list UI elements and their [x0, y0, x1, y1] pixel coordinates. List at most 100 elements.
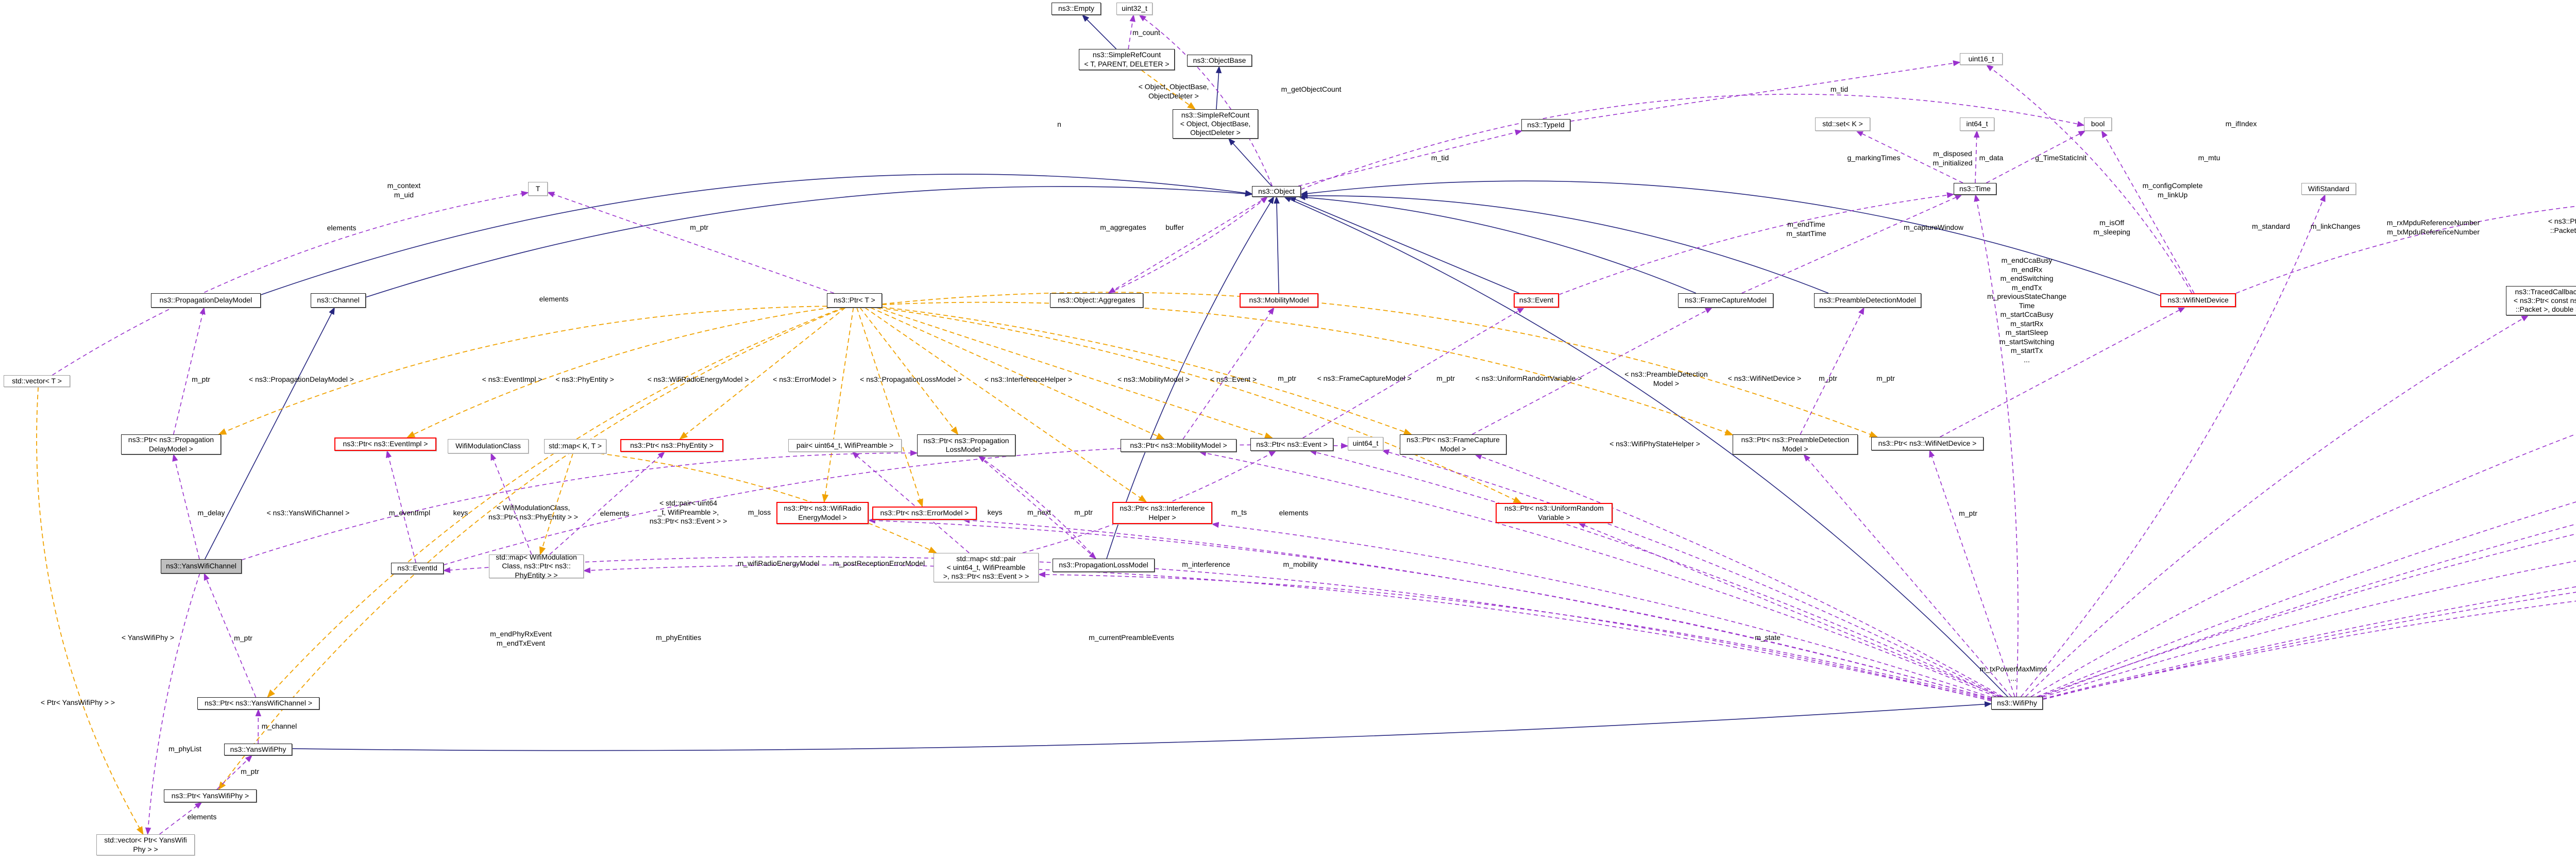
- node-ptrYwp[interactable]: ns3::Ptr< YansWifiPhy >: [164, 789, 257, 802]
- edge-usage-wifiphy-ptrFcm: [1474, 454, 2004, 697]
- edge-inherit-ywp-wifiphy: [292, 701, 1992, 751]
- edge-usage-time-int64: [1973, 130, 1980, 183]
- node-tcbPd[interactable]: ns3::TracedCallback < ns3::Ptr< const ns…: [2506, 286, 2576, 315]
- edge-template-mapKT-mapWmc: [539, 453, 573, 555]
- node-evid[interactable]: ns3::EventId: [391, 563, 444, 574]
- edge-usage-wnd-bool: [2101, 130, 2195, 294]
- edge-inherit-fcm-object: [1298, 194, 1697, 294]
- edge-usage-wifiphy-mapPair: [1038, 571, 1992, 700]
- node-int64[interactable]: int64_t: [1960, 117, 1994, 131]
- node-pdm[interactable]: ns3::PropagationDelayModel: [151, 293, 261, 308]
- edge-inherit-src2-objectbase: [1215, 65, 1222, 110]
- node-chan[interactable]: ns3::Channel: [311, 293, 366, 308]
- node-ptrWnd[interactable]: ns3::Ptr< ns3::WifiNetDevice >: [1871, 437, 1984, 450]
- edge-usage-wifiphy-cbVoid: [2042, 600, 2576, 700]
- node-mob[interactable]: ns3::MobilityModel: [1240, 293, 1318, 308]
- node-mapKT[interactable]: std::map< K, T >: [544, 439, 606, 453]
- node-mapWmc[interactable]: std::map< WifiModulation Class, ns3::Ptr…: [489, 553, 584, 579]
- edge-usage-wifiphy-ptrMob: [1198, 450, 1996, 697]
- node-objectbase[interactable]: ns3::ObjectBase: [1187, 55, 1252, 66]
- edge-usage-evid-ptrEvtImpl: [385, 450, 416, 563]
- edge-usage-object-aggr: [1108, 196, 1268, 294]
- edge-inherit-chan-object: [365, 186, 1253, 298]
- node-vecYwp[interactable]: std::vector< Ptr< YansWifi Phy > >: [96, 834, 195, 855]
- node-typeid[interactable]: ns3::TypeId: [1521, 119, 1570, 131]
- edge-usage-ptrPdet-pdet: [1800, 307, 1865, 435]
- edge-usage-wifiphy-time: [1974, 194, 2019, 697]
- node-wifiphy[interactable]: ns3::WifiPhy: [1991, 697, 2043, 710]
- node-ptrT[interactable]: ns3::Ptr< T >: [827, 293, 882, 308]
- node-ptrPdet[interactable]: ns3::Ptr< ns3::PreambleDetection Model >: [1733, 434, 1858, 454]
- edge-usage-ptrEvt-event: [1302, 307, 1525, 439]
- edge-usage-ptrWnd-wnd: [1940, 307, 2186, 437]
- node-src2[interactable]: ns3::SimpleRefCount < Object, ObjectBase…: [1173, 109, 1258, 139]
- node-wifistd[interactable]: WifiStandard: [2301, 183, 2356, 195]
- node-uint32[interactable]: uint32_t: [1116, 3, 1153, 15]
- edge-usage-typeid-uint16: [1570, 60, 1961, 122]
- node-object[interactable]: ns3::Object: [1252, 186, 1301, 197]
- edge-usage-wifiphy-ptrPdet: [1803, 453, 2012, 697]
- edge-inherit-pdm-object: [260, 174, 1253, 295]
- node-event[interactable]: ns3::Event: [1514, 293, 1559, 308]
- edge-template-ptrT-ptrPlm: [859, 307, 959, 435]
- edge-usage-vec-T: [52, 191, 529, 376]
- edge-template-ptrT-ptrWrem: [822, 307, 854, 503]
- edge-usage-wifiphy-tcbRxFail: [2042, 560, 2576, 698]
- node-set[interactable]: std::set< K >: [1815, 117, 1870, 131]
- edge-usage-wnd-tcbTs: [2235, 206, 2576, 294]
- node-ptrWrem[interactable]: ns3::Ptr< ns3::WifiRadio EnergyModel >: [776, 502, 869, 524]
- node-ptrPlm[interactable]: ns3::Ptr< ns3::Propagation LossModel >: [917, 434, 1015, 456]
- edge-inherit-wifiphy-object: [1283, 196, 2008, 697]
- node-ptrPdm[interactable]: ns3::Ptr< ns3::Propagation DelayModel >: [121, 434, 221, 454]
- edge-template-ptrT-ptrYwp: [218, 307, 845, 790]
- edge-template-ptrT-ptrErr: [856, 307, 923, 508]
- node-ptrUrv[interactable]: ns3::Ptr< ns3::UniformRandom Variable >: [1496, 503, 1613, 523]
- edge-usage-ywc-vecYwp: [145, 573, 200, 835]
- edge-usage-evid-uint64: [443, 443, 1349, 566]
- edge-template-ptrT-ptrWnd: [882, 292, 1878, 437]
- node-bool[interactable]: bool: [2084, 117, 2112, 131]
- edge-template-ptrT-ptrEvt: [876, 307, 1274, 439]
- node-ptrErr[interactable]: ns3::Ptr< ns3::ErrorModel >: [872, 507, 977, 520]
- edge-usage-wifiphy-tcbPsdu: [2042, 592, 2576, 700]
- edge-template-ptrT-ptrFcm: [882, 307, 1412, 435]
- node-ywp[interactable]: ns3::YansWifiPhy: [224, 744, 292, 755]
- node-wnd[interactable]: ns3::WifiNetDevice: [2160, 293, 2236, 307]
- edge-template-ptrT-ptrPdet: [882, 301, 1734, 436]
- edge-template-src1-src2: [1141, 70, 1196, 110]
- node-ptrIntf[interactable]: ns3::Ptr< ns3::Interference Helper >: [1112, 502, 1212, 524]
- node-uint64[interactable]: uint64_t: [1348, 437, 1383, 450]
- node-ptrEvtImpl[interactable]: ns3::Ptr< ns3::EventImpl >: [334, 437, 436, 451]
- edge-usage-wifiphy-ptrUrv: [1578, 523, 2002, 697]
- node-ptrPhyE[interactable]: ns3::Ptr< ns3::PhyEntity >: [620, 439, 723, 452]
- node-pairU[interactable]: pair< uint64_t, WifiPreamble >: [788, 439, 902, 452]
- edge-usage-wifiphy-tcbSniffRx: [2042, 586, 2576, 699]
- node-uint16[interactable]: uint16_t: [1960, 53, 2003, 65]
- node-plm[interactable]: ns3::PropagationLossModel: [1053, 559, 1155, 572]
- edge-inherit-pdet-object: [1300, 193, 1829, 294]
- node-wmc[interactable]: WifiModulationClass: [448, 439, 529, 453]
- node-ptrFcm[interactable]: ns3::Ptr< ns3::FrameCapture Model >: [1400, 434, 1506, 454]
- node-ptrMob[interactable]: ns3::Ptr< ns3::MobilityModel >: [1121, 439, 1236, 452]
- edge-inherit-ywc-chan: [204, 307, 335, 560]
- node-fcm[interactable]: ns3::FrameCaptureModel: [1678, 293, 1773, 308]
- edge-usage-wifiphy-mapWmc: [583, 564, 1992, 701]
- edge-usage-time-set: [1855, 130, 1963, 183]
- edge-usage-ywc-ptrPlm: [241, 450, 918, 561]
- edge-template-ptrT-ptrMob: [870, 307, 1165, 440]
- node-mapPair[interactable]: std::map< std::pair < uint64_t, WifiPrea…: [934, 553, 1039, 582]
- node-aggr[interactable]: ns3::Object::Aggregates: [1050, 293, 1143, 308]
- node-vec[interactable]: std::vector< T >: [4, 375, 70, 387]
- edge-usage-wifiphy-tcbPd: [2025, 315, 2529, 697]
- edge-usage-ptrMob-mob: [1182, 307, 1275, 440]
- node-ptrYwc[interactable]: ns3::Ptr< ns3::YansWifiChannel >: [197, 697, 319, 710]
- edge-usage-wifiphy-ptrEvt: [1309, 449, 1999, 697]
- node-ptrEvt[interactable]: ns3::Ptr< ns3::Event >: [1250, 438, 1333, 451]
- node-src1[interactable]: ns3::SimpleRefCount < T, PARENT, DELETER…: [1079, 49, 1175, 70]
- node-ywc[interactable]: ns3::YansWifiChannel: [161, 559, 242, 574]
- edge-template-ptrT-ptrUrv: [878, 307, 1522, 503]
- node-pdet[interactable]: ns3::PreambleDetectionModel: [1814, 293, 1921, 308]
- node-time[interactable]: ns3::Time: [1954, 183, 1996, 195]
- node-T[interactable]: T: [528, 182, 548, 196]
- node-empty[interactable]: ns3::Empty: [1052, 3, 1101, 15]
